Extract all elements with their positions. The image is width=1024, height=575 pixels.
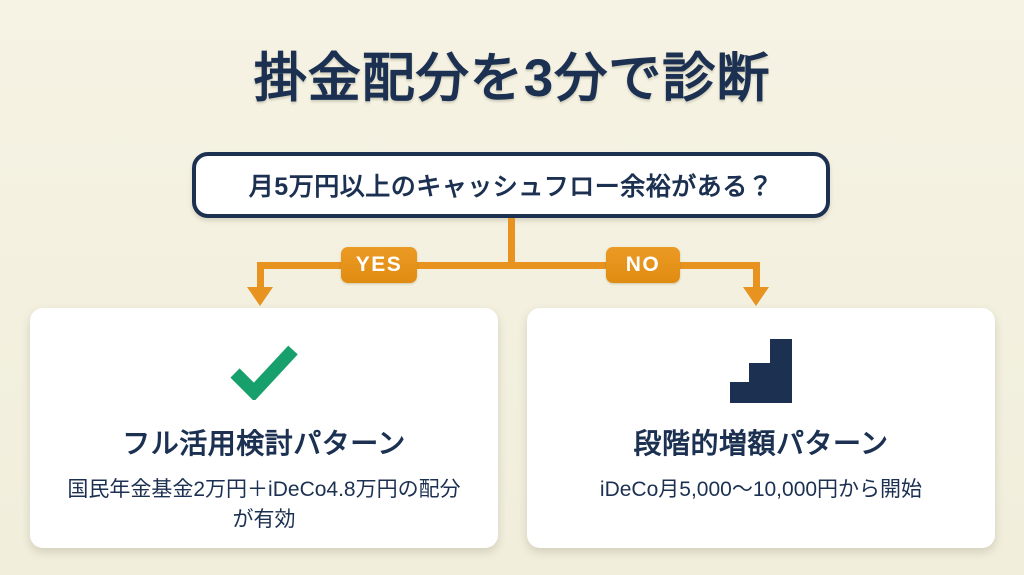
- check-icon: [229, 334, 299, 408]
- arrow-head-no-icon: [743, 287, 769, 306]
- outcome-card-yes: フル活用検討パターン 国民年金基金2万円＋iDeCo4.8万円の配分が有効: [30, 308, 498, 548]
- branch-label-no: NO: [606, 247, 680, 283]
- outcome-card-no: 段階的増額パターン iDeCo月5,000〜10,000円から開始: [527, 308, 995, 548]
- stairs-icon: [730, 334, 792, 408]
- page-title: 掛金配分を3分で診断: [253, 49, 771, 108]
- connector-stem: [508, 218, 515, 265]
- outcome-description-yes: 国民年金基金2万円＋iDeCo4.8万円の配分が有効: [67, 478, 461, 531]
- arrow-head-yes-icon: [247, 287, 273, 306]
- outcome-description-no: iDeCo月5,000〜10,000円から開始: [599, 478, 923, 501]
- connector-drop-yes: [257, 262, 264, 288]
- outcome-title-yes: フル活用検討パターン: [122, 428, 406, 459]
- decision-question-text: 月5万円以上のキャッシュフロー余裕がある？: [248, 173, 774, 201]
- decision-question-box: 月5万円以上のキャッシュフロー余裕がある？: [192, 152, 830, 218]
- branch-label-yes: YES: [341, 247, 417, 283]
- connector-horizontal-bar: [257, 262, 760, 269]
- outcome-title-no: 段階的増額パターン: [633, 428, 889, 459]
- connector-drop-no: [753, 262, 760, 288]
